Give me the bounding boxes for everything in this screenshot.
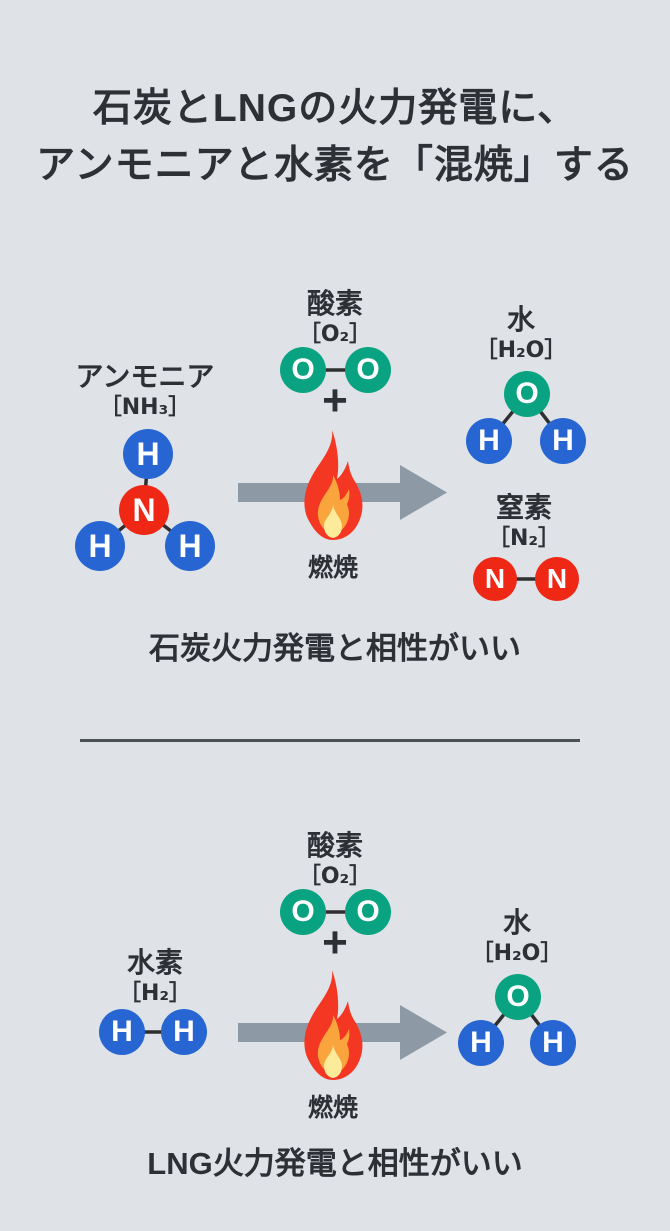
- ammonia-formula: ［NH₃］: [99, 395, 191, 420]
- hydrogen-label-block: 水素 ［H₂］: [55, 946, 255, 1009]
- water-molecule: O H H: [445, 973, 579, 1069]
- ammonia-molecule: H N H H: [63, 416, 225, 581]
- water-formula: ［H₂O］: [475, 338, 567, 363]
- water-label: 水: [506, 304, 535, 335]
- atom-hydrogen: H: [530, 1020, 576, 1066]
- water-formula: ［H₂O］: [471, 941, 563, 966]
- atom-oxygen: O: [345, 889, 391, 935]
- water-label-block: 水 ［H₂O］: [431, 303, 611, 366]
- atom-nitrogen: N: [119, 485, 169, 535]
- oxygen-molecule: O O: [280, 347, 391, 393]
- oxygen-label-block: 酸素 ［O₂］: [235, 287, 435, 350]
- oxygen-label-block: 酸素 ［O₂］: [235, 829, 435, 892]
- atom-hydrogen: H: [75, 521, 125, 571]
- atom-oxygen: O: [504, 371, 550, 417]
- hydrogen-label: 水素: [126, 947, 183, 978]
- page-title-line1: 石炭とLNGの火力発電に、: [92, 87, 578, 130]
- atom-hydrogen: H: [458, 1020, 504, 1066]
- atom-hydrogen: H: [161, 1009, 207, 1055]
- atom-hydrogen: H: [165, 521, 215, 571]
- page-title-line2: アンモニアと水素を「混焼」する: [36, 144, 634, 187]
- nitrogen-formula: ［N₂］: [487, 526, 561, 551]
- water-molecule: O H H: [455, 370, 589, 466]
- oxygen-molecule: O O: [280, 889, 391, 935]
- flame-icon: [304, 430, 363, 540]
- atom-hydrogen: H: [466, 418, 512, 464]
- ammonia-label: アンモニア: [75, 361, 215, 392]
- lng-caption: LNG火力発電と相性がいい: [147, 1146, 523, 1181]
- atom-hydrogen: H: [540, 418, 586, 464]
- oxygen-label: 酸素: [306, 830, 363, 861]
- water-label-block: 水 ［H₂O］: [427, 906, 607, 969]
- atom-oxygen: O: [280, 889, 326, 935]
- coal-caption: 石炭火力発電と相性がいい: [149, 631, 521, 666]
- plus-sign: +: [322, 376, 348, 425]
- nitrogen-molecule: N N: [472, 557, 580, 601]
- atom-oxygen: O: [280, 347, 326, 393]
- plus-sign: +: [322, 918, 348, 967]
- ammonia-label-block: アンモニア ［NH₃］: [35, 360, 255, 423]
- oxygen-label: 酸素: [306, 288, 363, 319]
- atom-nitrogen: N: [473, 557, 517, 601]
- atom-hydrogen: H: [99, 1009, 145, 1055]
- nitrogen-label: 窒素: [495, 492, 552, 523]
- hydrogen-formula: ［H₂］: [118, 981, 192, 1006]
- page-title: 石炭とLNGの火力発電に、 アンモニアと水素を「混焼」する: [0, 80, 670, 194]
- atom-hydrogen: H: [123, 429, 173, 479]
- combustion-label: 燃焼: [307, 554, 358, 582]
- atom-oxygen: O: [495, 974, 541, 1020]
- combustion-label: 燃焼: [307, 1094, 358, 1122]
- section-divider: [80, 739, 580, 742]
- oxygen-formula: ［O₂］: [298, 864, 372, 889]
- water-label: 水: [502, 907, 531, 938]
- oxygen-formula: ［O₂］: [298, 322, 372, 347]
- hydrogen-molecule: H H: [99, 1009, 207, 1055]
- atom-oxygen: O: [345, 347, 391, 393]
- atom-nitrogen: N: [535, 557, 579, 601]
- nitrogen-label-block: 窒素 ［N₂］: [434, 491, 614, 554]
- flame-icon: [304, 970, 363, 1080]
